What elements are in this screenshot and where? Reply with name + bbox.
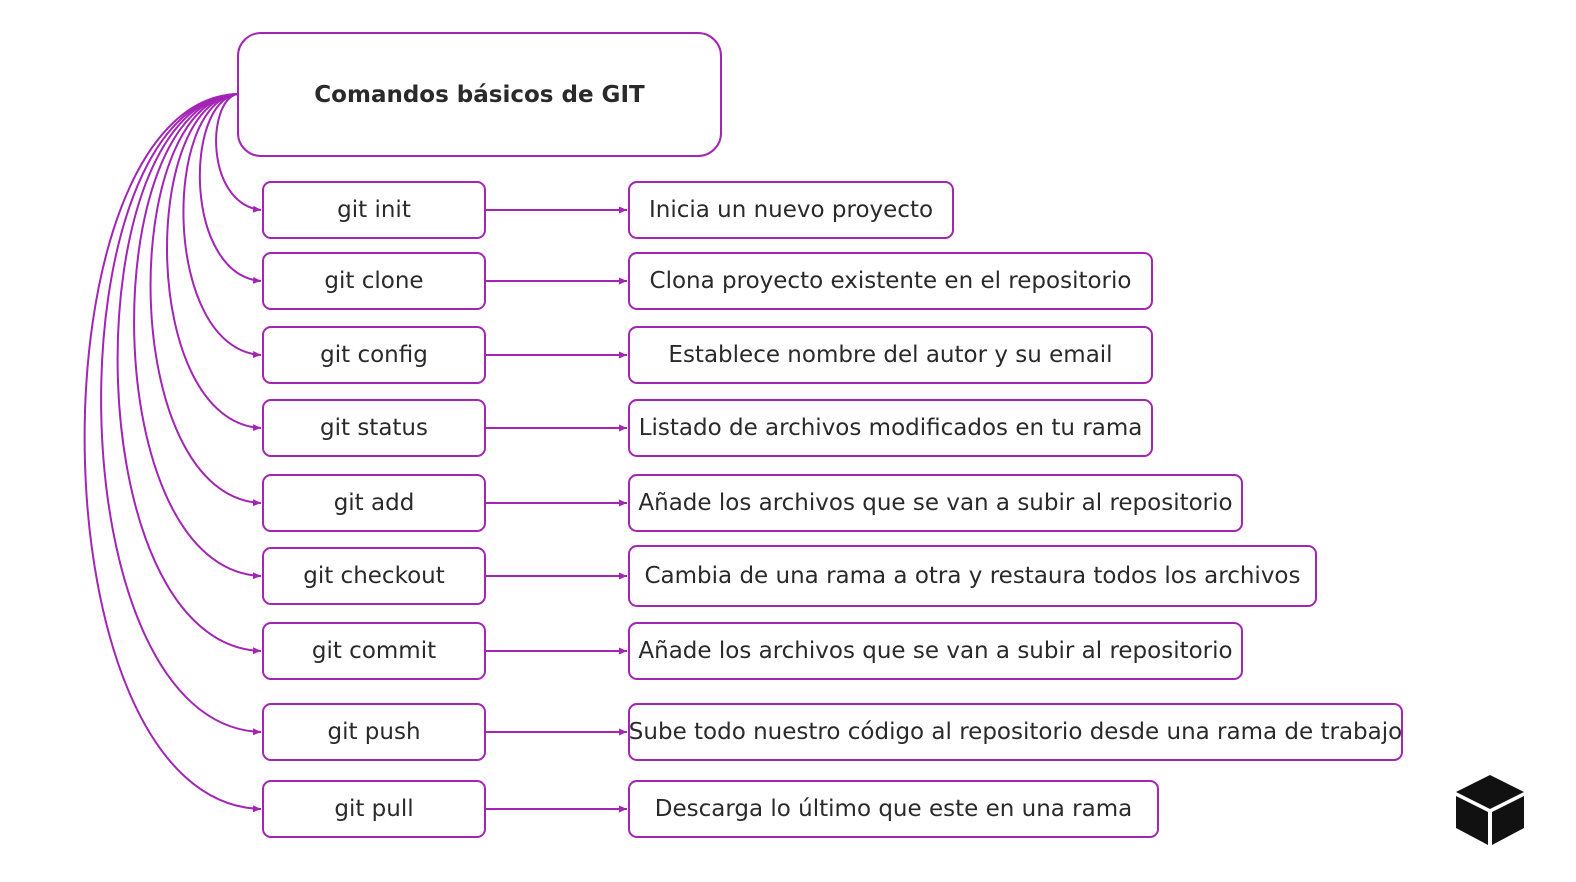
description-box-git-clone: Clona proyecto existente en el repositor… — [628, 252, 1153, 310]
description-box-git-push: Sube todo nuestro código al repositorio … — [628, 703, 1403, 761]
title-to-command-connector — [100, 93, 262, 736]
title-to-command-connector — [182, 93, 262, 358]
description-box-git-commit: Añade los archivos que se van a subir al… — [628, 622, 1243, 680]
command-box-git-init: git init — [262, 181, 486, 239]
command-box-git-push: git push — [262, 703, 486, 761]
command-box-git-checkout: git checkout — [262, 547, 486, 605]
title-to-command-connector — [166, 93, 262, 432]
title-to-command-connector — [215, 93, 262, 213]
description-box-git-add: Añade los archivos que se van a subir al… — [628, 474, 1243, 532]
description-box-git-status: Listado de archivos modificados en tu ra… — [628, 399, 1153, 457]
title-to-command-connector — [133, 93, 262, 580]
cube-icon — [1456, 775, 1524, 845]
title-to-command-connector — [198, 93, 262, 284]
command-box-git-commit: git commit — [262, 622, 486, 680]
command-box-git-add: git add — [262, 474, 486, 532]
description-box-git-config: Establece nombre del autor y su email — [628, 326, 1153, 384]
description-box-git-pull: Descarga lo último que este en una rama — [628, 780, 1159, 838]
command-box-git-clone: git clone — [262, 252, 486, 310]
command-box-git-config: git config — [262, 326, 486, 384]
diagram-title: Comandos básicos de GIT — [237, 32, 722, 157]
description-box-git-checkout: Cambia de una rama a otra y restaura tod… — [628, 545, 1317, 607]
title-to-command-connector — [149, 93, 262, 507]
command-box-git-status: git status — [262, 399, 486, 457]
description-box-git-init: Inicia un nuevo proyecto — [628, 181, 954, 239]
command-box-git-pull: git pull — [262, 780, 486, 838]
title-to-command-connector — [83, 93, 262, 813]
title-to-command-connector — [116, 93, 262, 655]
